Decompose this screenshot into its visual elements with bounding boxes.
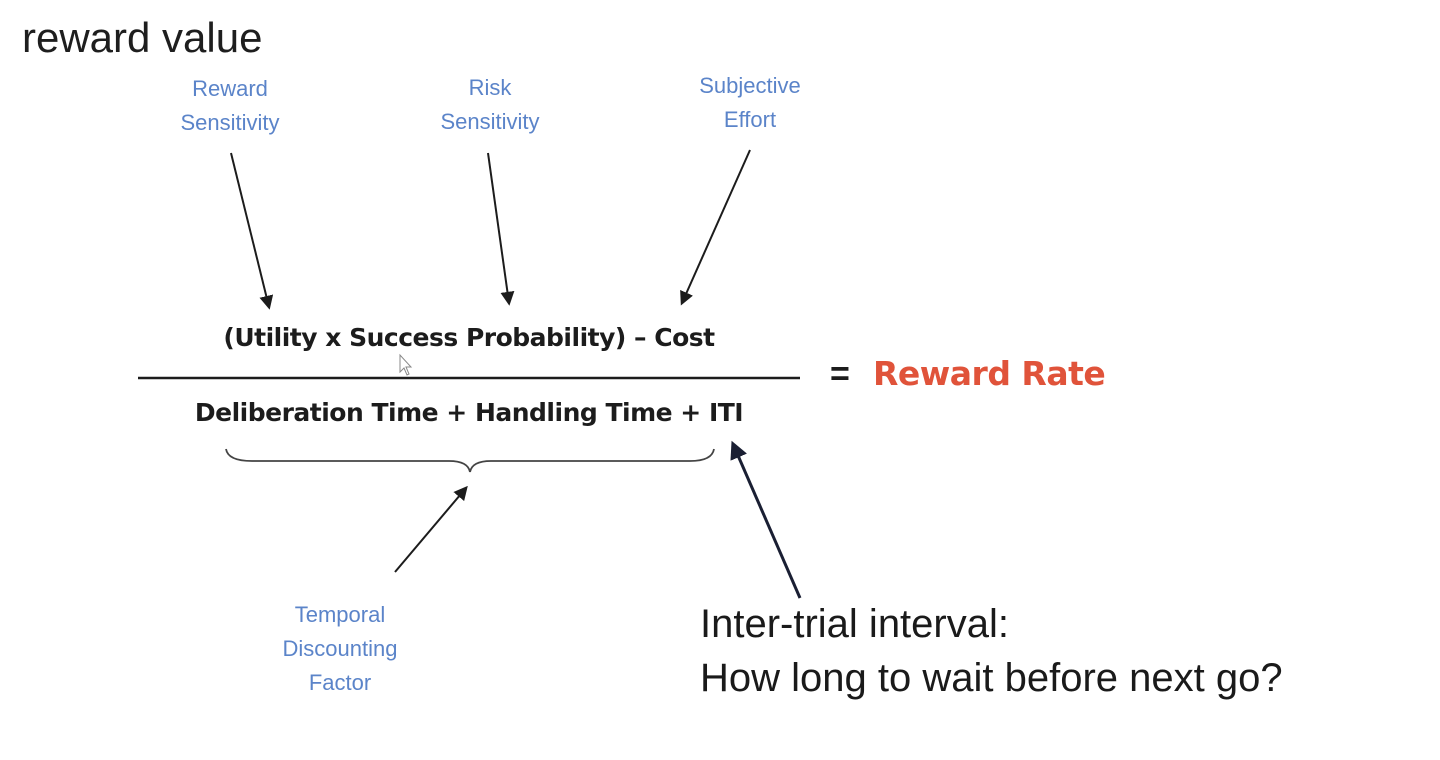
factor-label-line: Subjective [699, 73, 801, 98]
factor-risk-sensitivity: Risk Sensitivity [410, 71, 570, 139]
cursor-icon [399, 353, 413, 376]
slide-title: reward value [22, 14, 263, 61]
equation-denominator: Deliberation Time + Handling Time + ITI [194, 398, 744, 427]
note-line-1: Inter-trial interval: [700, 602, 1009, 646]
factor-label-line: Temporal [294, 602, 386, 627]
arrow-reward-sensitivity [230, 152, 274, 310]
arrow-temporal-discounting [394, 485, 468, 573]
equation-numerator: (Utility x Success Probability) – Cost [223, 323, 715, 352]
arrow-inter-trial-interval [730, 440, 802, 599]
arrow-risk-sensitivity [487, 152, 515, 306]
factor-label-line: Reward [192, 76, 268, 101]
note-line-2: How long to wait before next go? [700, 656, 1283, 700]
factor-label-line: Sensitivity [180, 110, 280, 135]
curly-brace [225, 448, 715, 473]
factor-reward-sensitivity: Reward Sensitivity [150, 72, 310, 140]
factor-label-line: Risk [468, 75, 512, 100]
arrow-subjective-effort [680, 149, 751, 306]
factor-label-line: Factor [308, 670, 372, 695]
factor-subjective-effort: Subjective Effort [670, 69, 830, 137]
factor-label-line: Effort [723, 107, 777, 132]
factor-temporal-discounting: Temporal Discounting Factor [260, 598, 420, 700]
factor-label-line: Sensitivity [440, 109, 540, 134]
equals-sign: = [830, 355, 850, 393]
equation-result: Reward Rate [873, 354, 1106, 393]
factor-label-line: Discounting [282, 636, 398, 661]
